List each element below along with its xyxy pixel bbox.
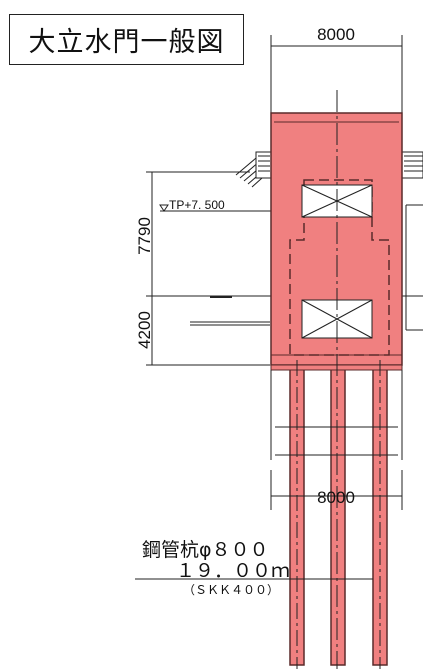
pile-centerlines [296,360,381,669]
bottom-dimension [270,470,403,510]
lower-lines [270,370,403,460]
steel-piles [289,364,388,666]
pile-center [330,364,346,666]
top-dimension [270,35,403,115]
embankment-right [401,151,423,331]
pile-material-label: （ＳＫＫ４００） [183,583,279,597]
height-upper-label: 7790 [135,217,154,255]
riverbed-left [190,296,270,326]
pile-length-label: １９．００ｍ [176,560,290,582]
elevation-label: TP+7. 500 [169,198,225,212]
title-box: 大立水門一般図 [9,14,244,65]
pile-annotation: 鋼管杭φ８００ １９．００ｍ （ＳＫＫ４００） [135,539,373,597]
top-width-label: 8000 [317,25,355,44]
pile-name-label: 鋼管杭φ８００ [142,539,269,561]
height-lower-label: 4200 [135,311,154,349]
elevation-marker [159,204,169,212]
embankment-left [235,151,272,188]
drawing-title: 大立水門一般図 [28,27,225,58]
bottom-width-label: 8000 [317,488,355,507]
